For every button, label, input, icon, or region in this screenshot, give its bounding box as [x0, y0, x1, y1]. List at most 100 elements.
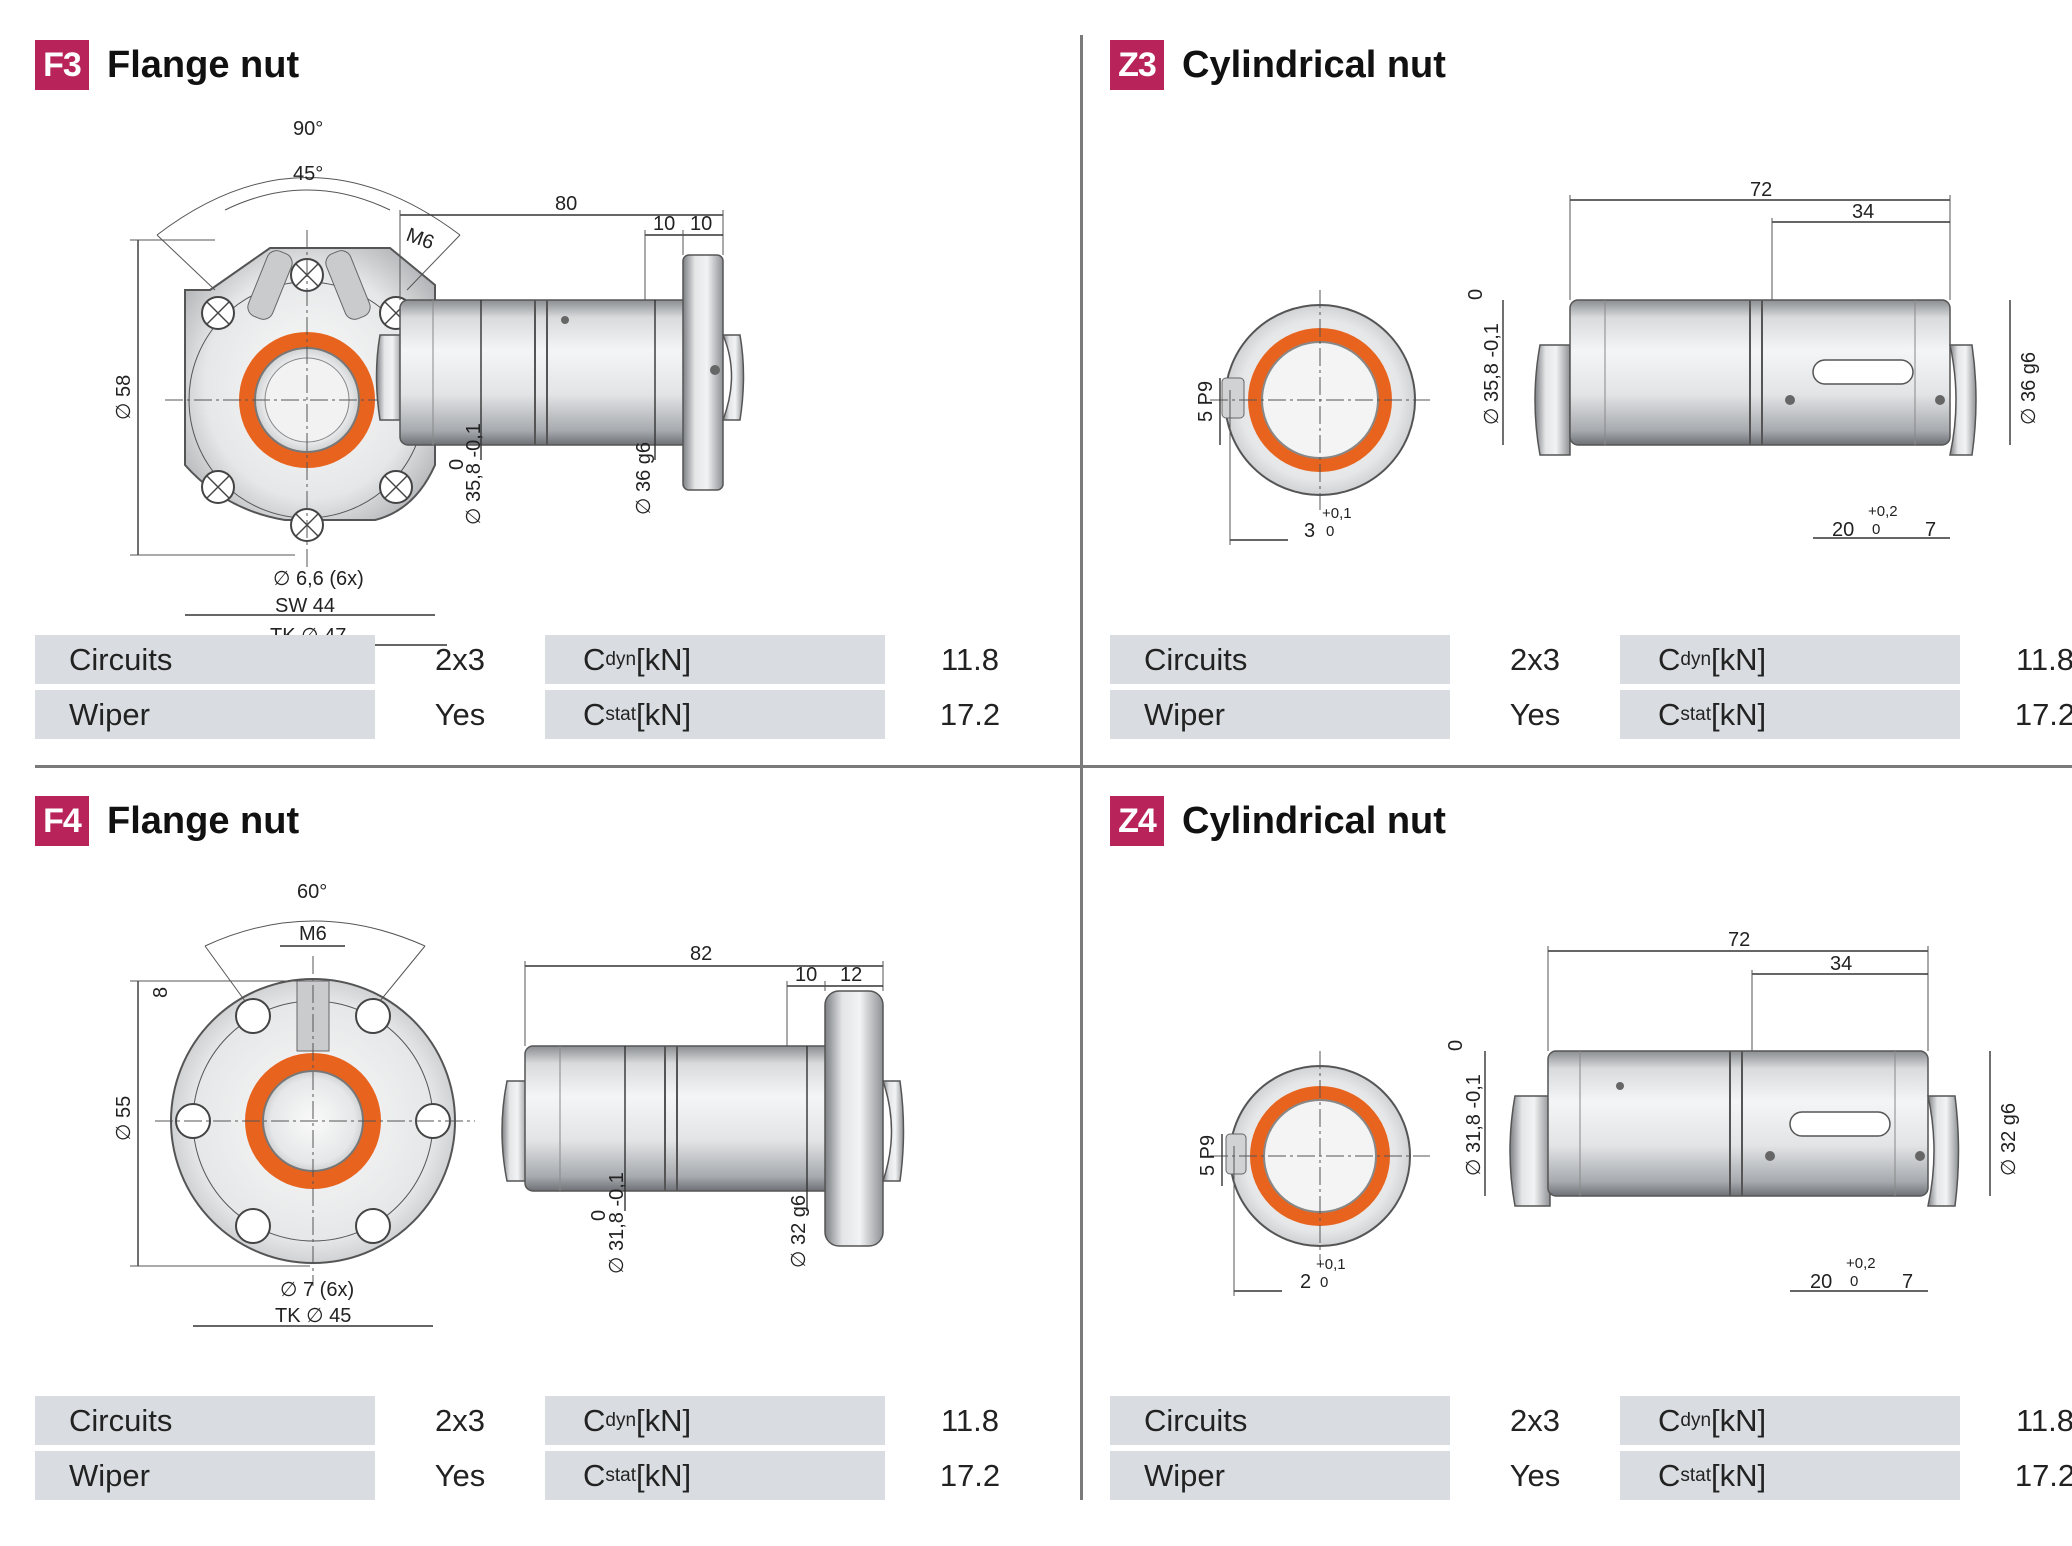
dim-slot-zero: 0: [1850, 1273, 1858, 1290]
dim-slot-tolerance: +0,2: [1846, 1255, 1876, 1272]
wiper-value: Yes: [1509, 1457, 1561, 1493]
wiper-value: Yes: [434, 1457, 486, 1493]
technical-drawing: 5 P9 3 +0,1 0 72: [1110, 100, 2072, 660]
dim-holes: ∅ 7 (6x): [280, 1279, 354, 1301]
circuits-label: Circuits: [35, 635, 375, 684]
front-view: 5 P9 2 +0,1 0: [1197, 1051, 1430, 1296]
dim-thread: M6: [299, 923, 327, 945]
quadrant-f4: F4 Flange nut 60°: [35, 796, 1071, 1546]
wiper-label: Wiper: [35, 690, 375, 739]
dim-shaft-diameter: ∅ 32 g6: [1998, 1103, 2020, 1176]
dim-holes: ∅ 6,6 (6x): [273, 568, 364, 590]
section-header: F4 Flange nut: [35, 796, 299, 846]
cdyn-value: 11.8: [940, 641, 1000, 677]
dim-angle-60: 60°: [297, 881, 327, 903]
dim-tolerance-zero: 0: [446, 459, 468, 470]
wiper-label: Wiper: [1110, 1451, 1450, 1500]
circuits-label: Circuits: [35, 1396, 375, 1445]
circuits-value: 2x3: [1510, 1402, 1560, 1438]
dim-l2: 12: [840, 964, 862, 986]
dim-outer-diameter: ∅ 55: [113, 1096, 135, 1141]
section-title: Cylindrical nut: [1182, 43, 1446, 86]
dim-thread: M6: [403, 224, 437, 254]
technical-drawing: 90° 45° M6 10 ∅ 58 ∅ 6,6 (6x) SW 44 TK ∅…: [35, 100, 1071, 660]
dim-key: 5 P9: [1197, 1135, 1219, 1176]
circuits-label: Circuits: [1110, 635, 1450, 684]
product-code-badge: F4: [35, 796, 89, 846]
dim-shaft-diameter: ∅ 36 g6: [2018, 352, 2040, 425]
dim-length: 72: [1750, 179, 1772, 201]
dim-length: 80: [555, 193, 577, 215]
front-view: 5 P9 3 +0,1 0: [1195, 290, 1430, 545]
dim-shaft-diameter: ∅ 32 g6: [788, 1195, 810, 1268]
section-header: F3 Flange nut: [35, 40, 299, 90]
dim-outer-diameter: ∅ 58: [113, 375, 135, 420]
technical-drawing: 5 P9 2 +0,1 0 72: [1110, 856, 2072, 1416]
dim-end: 7: [1925, 519, 1936, 541]
dim-t1-tolerance: +0,1: [1322, 505, 1352, 522]
side-view: 82 10 12 ∅ 31,8 -0,1 0 ∅ 32 g6: [501, 943, 905, 1274]
dim-l1: 10: [653, 213, 675, 235]
wiper-label: Wiper: [35, 1451, 375, 1500]
circuits-value: 2x3: [435, 641, 485, 677]
dim-l2: 10: [690, 213, 712, 235]
product-code-badge: Z4: [1110, 796, 1164, 846]
dim-length: 82: [690, 943, 712, 965]
side-view: 80 10 10 ∅ 35,8 -0,1 0 ∅ 36 g6: [375, 193, 745, 525]
cdyn-value: 11.8: [940, 1402, 1000, 1438]
cdyn-value: 11.8: [2015, 641, 2072, 677]
section-title: Flange nut: [107, 43, 300, 86]
dim-end: 7: [1902, 1271, 1913, 1293]
dim-slot: 20: [1832, 519, 1854, 541]
side-view: 72 34 ∅ 35,8 -0,1 0 ∅ 36 g6 20 +0,2 0 7: [1465, 179, 2040, 541]
section-header: Z4 Cylindrical nut: [1110, 796, 1446, 846]
circuits-label: Circuits: [1110, 1396, 1450, 1445]
horizontal-divider: [35, 765, 2072, 768]
wiper-value: Yes: [1509, 696, 1561, 732]
quadrant-z4: Z4 Cylindrical nut 5 P9 2 +0,1 0: [1110, 796, 2072, 1546]
dim-key-length: 34: [1852, 201, 1874, 223]
dim-tk: TK ∅ 45: [275, 1305, 351, 1327]
dim-body-diameter: ∅ 35,8 -0,1: [463, 423, 485, 525]
dim-slot-zero: 0: [1872, 521, 1880, 538]
cstat-value: 17.2: [2014, 1457, 2072, 1493]
product-code-badge: Z3: [1110, 40, 1164, 90]
quadrant-f3: F3 Flange nut: [35, 40, 1071, 790]
cstat-value: 17.2: [939, 1457, 1001, 1493]
dim-tolerance-zero: 0: [1445, 1040, 1467, 1051]
front-view: 90° 45° M6 10 ∅ 58 ∅ 6,6 (6x) SW 44 TK ∅…: [113, 118, 467, 647]
wiper-label: Wiper: [1110, 690, 1450, 739]
cdyn-value: 11.8: [2015, 1402, 2072, 1438]
dim-body-diameter: ∅ 35,8 -0,1: [1481, 323, 1503, 425]
dim-body-diameter: ∅ 31,8 -0,1: [1463, 1074, 1485, 1176]
dim-shaft-diameter: ∅ 36 g6: [633, 442, 655, 515]
cstat-value: 17.2: [2014, 696, 2072, 732]
section-header: Z3 Cylindrical nut: [1110, 40, 1446, 90]
front-view: 60° M6 8 ∅ 55 ∅ 7 (6x) TK ∅ 45: [113, 881, 475, 1327]
wiper-value: Yes: [434, 696, 486, 732]
technical-drawing: 60° M6 8 ∅ 55 ∅ 7 (6x) TK ∅ 45: [35, 856, 1071, 1416]
dim-slot-tolerance: +0,2: [1868, 503, 1898, 520]
dim-angle-45: 45°: [293, 163, 323, 185]
dim-eight: 8: [150, 987, 172, 998]
dim-length: 72: [1728, 929, 1750, 951]
dim-tolerance-zero: 0: [588, 1210, 610, 1221]
dim-slot: 20: [1810, 1271, 1832, 1293]
dim-key-length: 34: [1830, 953, 1852, 975]
cstat-value: 17.2: [939, 696, 1001, 732]
dim-t1: 3: [1304, 520, 1315, 542]
product-code-badge: F3: [35, 40, 89, 90]
dim-t1-tolerance: +0,1: [1316, 1256, 1346, 1273]
